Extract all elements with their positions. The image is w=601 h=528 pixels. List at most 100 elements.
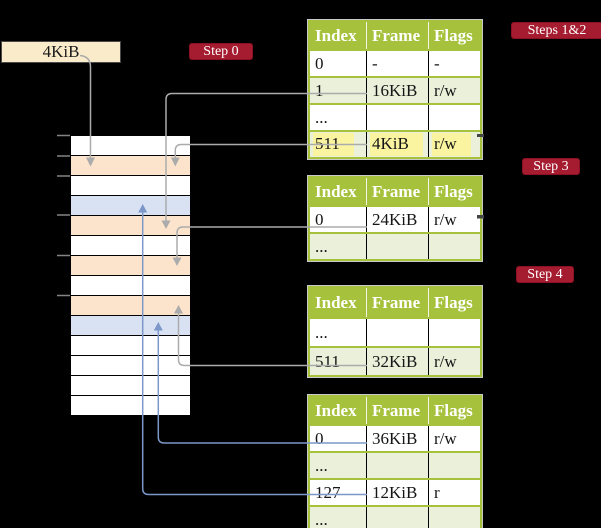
memory-frame-row-white: [71, 356, 190, 376]
memory-frame-row-white: [71, 336, 190, 356]
table-cell: r/w: [429, 426, 480, 451]
badge-steps-1-2: Steps 1&2: [511, 22, 601, 39]
header-cell-index: Index: [310, 178, 367, 205]
frame-size-box: 4KiB: [1, 41, 121, 63]
table-cell: 0: [310, 207, 367, 232]
memory-frame-row-peach: [71, 216, 190, 236]
header-cell-index: Index: [310, 22, 367, 49]
header-cell-flags: Flags: [434, 292, 473, 312]
highlighted-cell-value: r/w: [432, 133, 471, 156]
table-cell: 511: [310, 132, 367, 157]
memory-frame-row-white: [71, 176, 190, 196]
table-cell: 24KiB: [367, 207, 429, 232]
memory-frame-row-white: [71, 136, 190, 156]
table-cell: 127: [310, 480, 367, 505]
header-cell-frame: Frame: [367, 178, 429, 205]
table-row: ...: [310, 232, 480, 259]
table-cell: 4KiB: [367, 132, 429, 157]
memory-frame-row-blue: [71, 196, 190, 216]
table-row: 0 36KiB r/w: [310, 424, 480, 451]
table-cell: [367, 319, 429, 346]
table-row: 511 4KiB r/w: [310, 130, 480, 157]
table-cell: 36KiB: [367, 426, 429, 451]
cell-value: -: [434, 53, 440, 73]
table-cell: [429, 105, 480, 130]
cell-value: 16KiB: [372, 80, 418, 100]
table-cell: ...: [310, 319, 367, 346]
memory-frame-row-white: [71, 376, 190, 396]
table-cell: -: [367, 51, 429, 76]
cell-value: 0: [315, 428, 324, 448]
header-cell-index: Index: [310, 288, 367, 317]
table-cell: 16KiB: [367, 78, 429, 103]
table-row: ...: [310, 317, 480, 346]
cell-value: 1: [315, 80, 324, 100]
table-cell: [429, 453, 480, 478]
table-cell: 0: [310, 51, 367, 76]
table-cell: 32KiB: [367, 348, 429, 375]
physical-memory-column: [71, 135, 190, 416]
table-cell: [367, 105, 429, 130]
cell-value: ...: [315, 322, 328, 342]
header-cell-frame: Frame: [367, 22, 429, 49]
header-cell-flags: Flags: [434, 25, 473, 45]
header-cell-index: Index: [310, 397, 367, 424]
table-cell: r/w: [429, 348, 480, 375]
cell-value: 32KiB: [372, 351, 418, 371]
table-cell: r/w: [429, 207, 480, 232]
badge-step-0: Step 0: [189, 43, 253, 60]
highlighted-cell-value: 4KiB: [370, 133, 423, 156]
memory-frame-row-peach: [71, 296, 190, 316]
memory-frame-row-white: [71, 276, 190, 296]
header-cell-frame: Frame: [367, 397, 429, 424]
memory-frame-row-white: [71, 396, 190, 416]
memory-frame-row-blue: [71, 316, 190, 336]
memory-frame-row-white: [71, 236, 190, 256]
cell-value: 511: [315, 351, 340, 371]
table-cell: 12KiB: [367, 480, 429, 505]
table-cell: -: [429, 51, 480, 76]
table-cell: ...: [310, 105, 367, 130]
cell-value: 36KiB: [372, 428, 418, 448]
cell-value: 12KiB: [372, 482, 418, 502]
header-cell-flags: Flags: [434, 181, 473, 201]
badge-step-3: Step 3: [522, 158, 580, 175]
badge-step-4: Step 4: [516, 266, 574, 283]
table-row: 1 16KiB r/w: [310, 76, 480, 103]
cell-value: 0: [315, 209, 324, 229]
table-row: ...: [310, 505, 480, 528]
table-cell: [367, 507, 429, 528]
table-cell: 0: [310, 426, 367, 451]
cell-value: ...: [315, 236, 328, 256]
table-cell: r/w: [429, 132, 480, 157]
cell-value: r/w: [434, 80, 457, 100]
highlighted-cell-value: 511: [313, 133, 354, 156]
table-row: ...: [310, 103, 480, 130]
memory-address-ticks: [57, 134, 70, 297]
table-row: 0--: [310, 49, 480, 76]
header-cell-frame: Frame: [367, 288, 429, 317]
cell-value: ...: [315, 107, 328, 127]
table-cell: [429, 507, 480, 528]
cell-value: r/w: [434, 209, 457, 229]
table-cell: ...: [310, 234, 367, 259]
table-cell: 1: [310, 78, 367, 103]
table-cell: r/w: [429, 78, 480, 103]
cell-value: ...: [315, 509, 328, 528]
table-cell: r: [429, 480, 480, 505]
cell-value: r/w: [434, 351, 457, 371]
memory-frame-row-peach: [71, 156, 190, 176]
table-cell: [367, 453, 429, 478]
table-cell: 511: [310, 348, 367, 375]
table-row: ...: [310, 451, 480, 478]
